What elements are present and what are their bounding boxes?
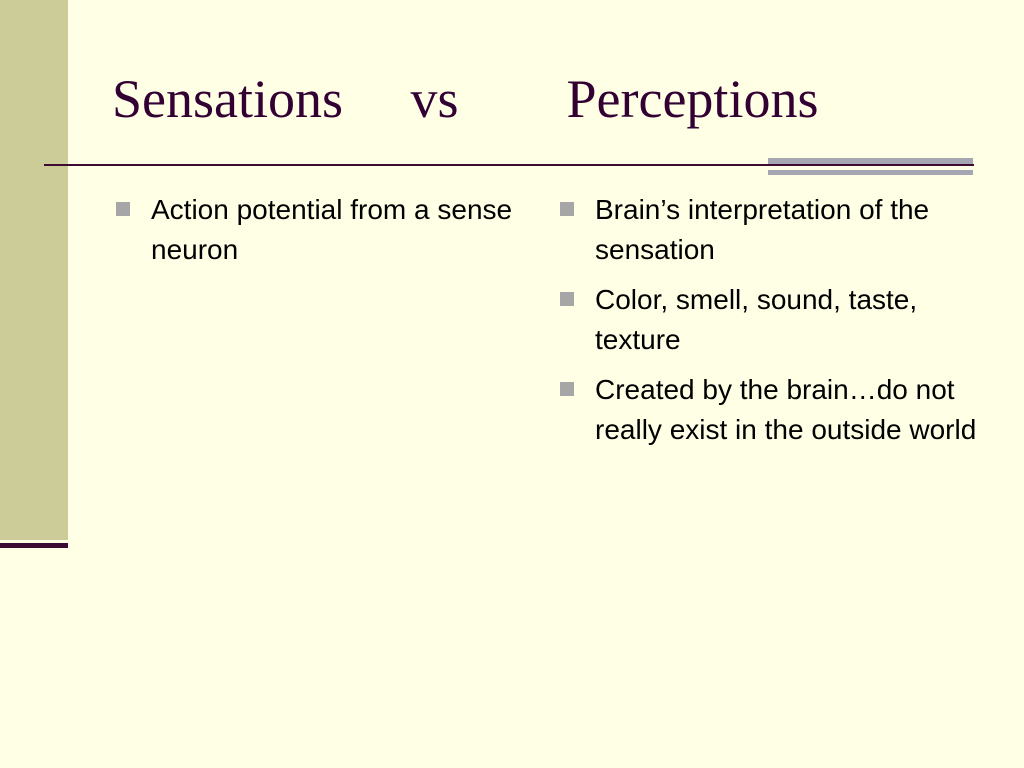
accent-bar-bottom <box>768 170 973 175</box>
left-decorative-band <box>0 0 68 540</box>
list-item: Action potential from a sense neuron <box>116 190 516 270</box>
list-item-text: Action potential from a sense neuron <box>151 194 513 265</box>
list-item-text: Brain’s interpretation of the sensation <box>595 194 930 265</box>
list-item: Brain’s interpretation of the sensation <box>560 190 980 270</box>
slide-title: Sensations vs Perceptions <box>112 69 819 129</box>
list-item: Created by the brain…do not really exist… <box>560 370 980 450</box>
sensations-list: Action potential from a sense neuron <box>116 190 516 280</box>
list-item: Color, smell, sound, taste, texture <box>560 280 980 360</box>
square-bullet-icon <box>560 382 574 396</box>
left-band-rule <box>0 543 68 548</box>
accent-bar-top <box>768 158 973 164</box>
title-divider <box>44 164 974 166</box>
square-bullet-icon <box>560 202 574 216</box>
list-item-text: Color, smell, sound, taste, texture <box>595 284 918 355</box>
perceptions-list: Brain’s interpretation of the sensation … <box>560 190 980 460</box>
square-bullet-icon <box>560 292 574 306</box>
list-item-text: Created by the brain…do not really exist… <box>595 374 977 445</box>
square-bullet-icon <box>116 202 130 216</box>
